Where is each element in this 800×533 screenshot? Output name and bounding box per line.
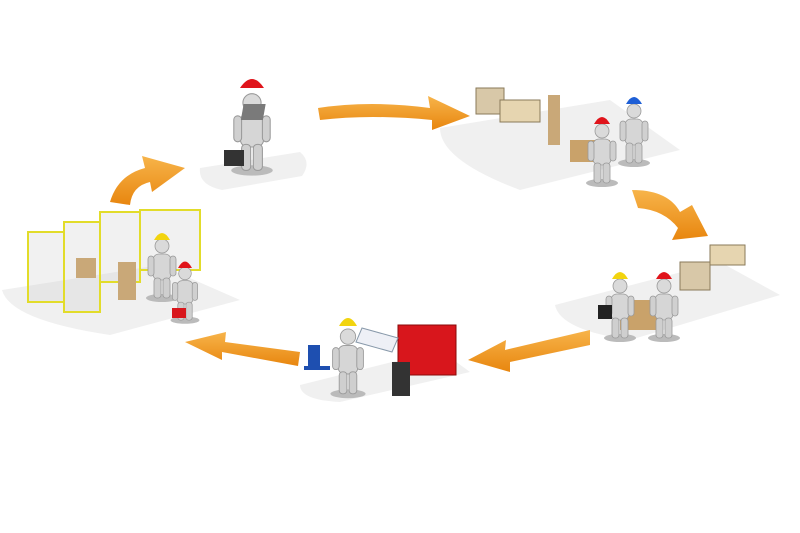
arrow-left-bottom-right xyxy=(468,330,590,372)
workers-in-fenced-robot-cell-icon xyxy=(27,209,201,325)
arrow-down-right xyxy=(632,190,708,240)
workers-at-robotic-assembly-line-icon xyxy=(475,87,651,188)
cycle-arrows xyxy=(110,96,708,372)
arrow-right-top xyxy=(318,96,470,130)
arrow-left-bottom-left xyxy=(185,332,300,366)
arrow-up-left xyxy=(110,156,185,205)
worker-with-laptop-and-briefcase-icon xyxy=(224,79,274,177)
engineer-at-drafting-table-icon xyxy=(304,318,457,399)
workers-inspecting-boxes-icon xyxy=(598,244,746,343)
